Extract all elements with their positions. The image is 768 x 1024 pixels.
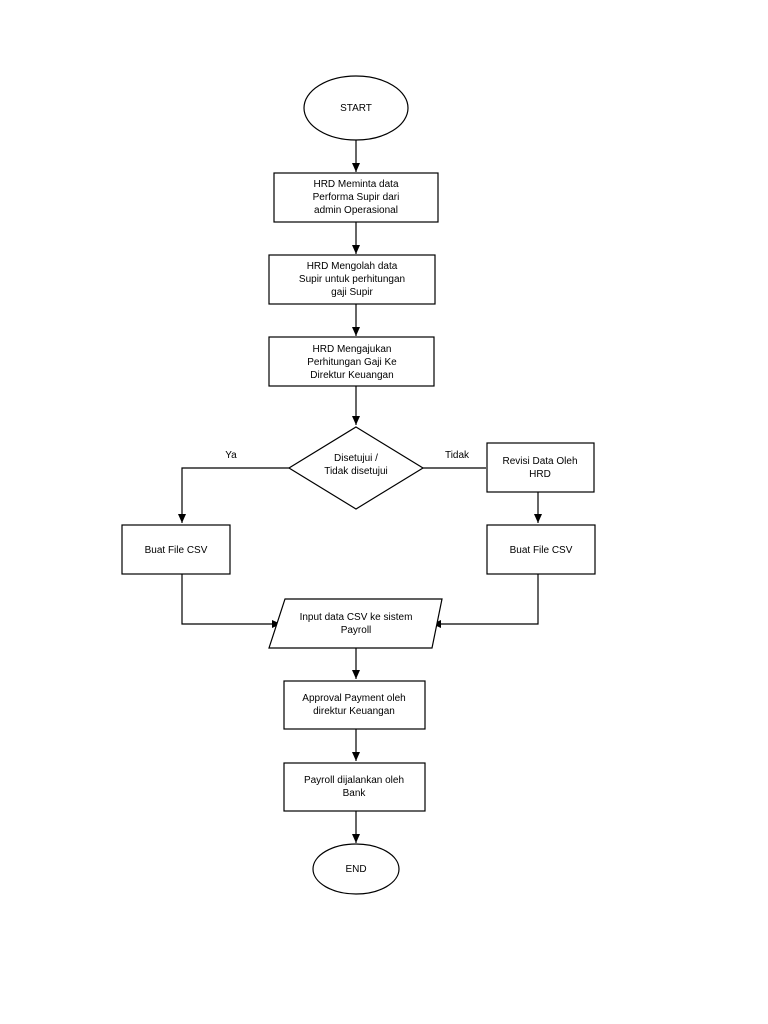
input-line2: Payroll bbox=[341, 625, 372, 636]
input-line1: Input data CSV ke sistem bbox=[300, 612, 413, 623]
end-node: END bbox=[312, 843, 400, 895]
start-node: START bbox=[303, 75, 409, 141]
csv-right-label: Buat File CSV bbox=[510, 545, 573, 556]
process-submit-to-finance: HRD Mengajukan Perhitungan Gaji Ke Direk… bbox=[268, 336, 435, 387]
io-input-csv-payroll: Input data CSV ke sistem Payroll bbox=[268, 598, 443, 649]
branch-label-no: Tidak bbox=[445, 450, 470, 461]
step1-line3: admin Operasional bbox=[314, 205, 398, 216]
process-approval-payment: Approval Payment oleh direktur Keuangan bbox=[283, 680, 426, 730]
process-compute-salary: HRD Mengolah data Supir untuk perhitunga… bbox=[268, 254, 436, 305]
revision-line1: Revisi Data Oleh bbox=[502, 456, 577, 467]
revision-line2: HRD bbox=[529, 469, 551, 480]
csv-left-label: Buat File CSV bbox=[145, 545, 208, 556]
start-label: START bbox=[340, 103, 372, 114]
payroll-line1: Payroll dijalankan oleh bbox=[304, 775, 404, 786]
process-revise-data: Revisi Data Oleh HRD bbox=[486, 442, 595, 493]
arrow-decision-yes-to-csv-left bbox=[178, 467, 289, 523]
process-request-driver-data: HRD Meminta data Performa Supir dari adm… bbox=[273, 172, 439, 223]
step2-line2: Supir untuk perhitungan bbox=[299, 274, 405, 285]
step3-line3: Direktur Keuangan bbox=[310, 370, 393, 381]
connectors bbox=[178, 140, 542, 843]
decision-line2: Tidak disetujui bbox=[324, 466, 388, 477]
decision-approval: Disetujui / Tidak disetujui bbox=[287, 426, 425, 510]
approval-line2: direktur Keuangan bbox=[313, 706, 395, 717]
step2-line1: HRD Mengolah data bbox=[307, 261, 398, 272]
step3-line1: HRD Mengajukan bbox=[313, 344, 392, 355]
step1-line2: Performa Supir dari bbox=[313, 192, 400, 203]
process-create-csv-right: Buat File CSV bbox=[486, 524, 596, 575]
end-label: END bbox=[345, 864, 366, 875]
arrow-csv-right-to-input bbox=[432, 574, 539, 628]
decision-line1: Disetujui / bbox=[334, 453, 378, 464]
approval-line1: Approval Payment oleh bbox=[302, 693, 405, 704]
step3-line2: Perhitungan Gaji Ke bbox=[307, 357, 397, 368]
step2-line3: gaji Supir bbox=[331, 287, 373, 298]
step1-line1: HRD Meminta data bbox=[313, 179, 398, 190]
process-create-csv-left: Buat File CSV bbox=[121, 524, 231, 575]
arrow-csv-left-to-input bbox=[181, 574, 281, 628]
payroll-line2: Bank bbox=[343, 788, 367, 799]
process-payroll-bank: Payroll dijalankan oleh Bank bbox=[283, 762, 426, 812]
branch-label-yes: Ya bbox=[225, 450, 237, 461]
